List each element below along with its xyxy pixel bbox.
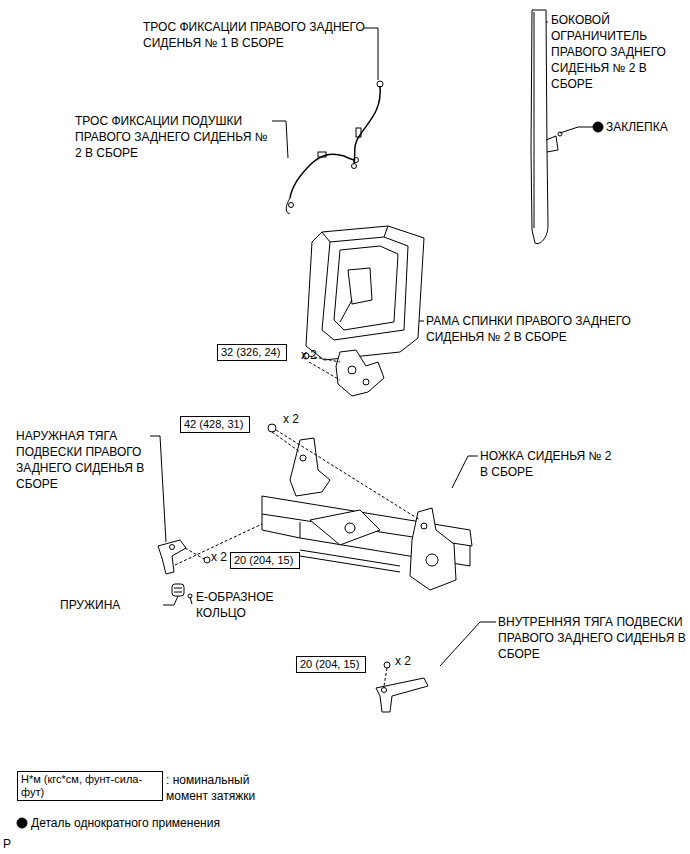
- rivet-dot: [593, 122, 603, 132]
- inner-link: [376, 662, 428, 712]
- legend-dot: [17, 818, 27, 828]
- quantity: x 2: [395, 653, 425, 669]
- quantity: x 2: [301, 347, 331, 363]
- legend-text: Деталь однократного применения: [31, 815, 291, 831]
- torque-box: 20 (204, 15): [230, 552, 300, 569]
- legend-text: : номинальный момент затяжки: [166, 772, 286, 804]
- part-name: Е-ОБРАЗНОЕ КОЛЬЦО: [196, 589, 301, 621]
- torque-box: 42 (428, 31): [180, 416, 250, 433]
- torque-box: 32 (326, 24): [217, 344, 287, 361]
- legend-torque-box: Н*м (кгс*см, фунт-сила-фут): [17, 771, 163, 801]
- page-mark: P: [3, 836, 23, 852]
- torque-value: 20 (204, 15): [300, 658, 359, 670]
- part-name: ТРОС ФИКСАЦИИ ПРАВОГО ЗАДНЕГО СИДЕНЬЯ № …: [143, 19, 365, 51]
- torque-value: 20 (204, 15): [234, 554, 293, 566]
- quantity: x 2: [211, 549, 241, 565]
- part-name: ВНУТРЕННЯЯ ТЯГА ПОДВЕСКИ ПРАВОГО ЗАДНЕГО…: [498, 614, 686, 662]
- part-name: ТРОС ФИКСАЦИИ ПОДУШКИ ПРАВОГО ЗАДНЕГО СИ…: [75, 113, 273, 161]
- seat-back-frame: [303, 226, 424, 396]
- torque-box: 20 (204, 15): [296, 656, 366, 673]
- torque-value: 32 (326, 24): [221, 346, 280, 358]
- part-name: НОЖКА СИДЕНЬЯ № 2 В СБОРЕ: [480, 448, 615, 480]
- part-name: НАРУЖНАЯ ТЯГА ПОДВЕСКИ ПРАВОГО ЗАДНЕГО С…: [16, 428, 156, 492]
- spring: [172, 584, 184, 596]
- part-name: ПРУЖИНА: [60, 597, 160, 613]
- cable-1: [352, 81, 384, 169]
- torque-value: Н*м (кгс*см, фунт-сила-фут): [21, 773, 142, 798]
- part-name: ЗАКЛЕПКА: [606, 119, 686, 135]
- e-ring: [188, 594, 192, 598]
- cable-2: [286, 152, 358, 214]
- torque-value: 42 (428, 31): [184, 418, 243, 430]
- quantity: x 2: [283, 411, 313, 427]
- part-name: БОКОВОЙ ОГРАНИЧИТЕЛЬ ПРАВОГО ЗАДНЕГО СИД…: [551, 12, 669, 92]
- part-name: РАМА СПИНКИ ПРАВОГО ЗАДНЕГО СИДЕНЬЯ № 2 …: [426, 313, 641, 345]
